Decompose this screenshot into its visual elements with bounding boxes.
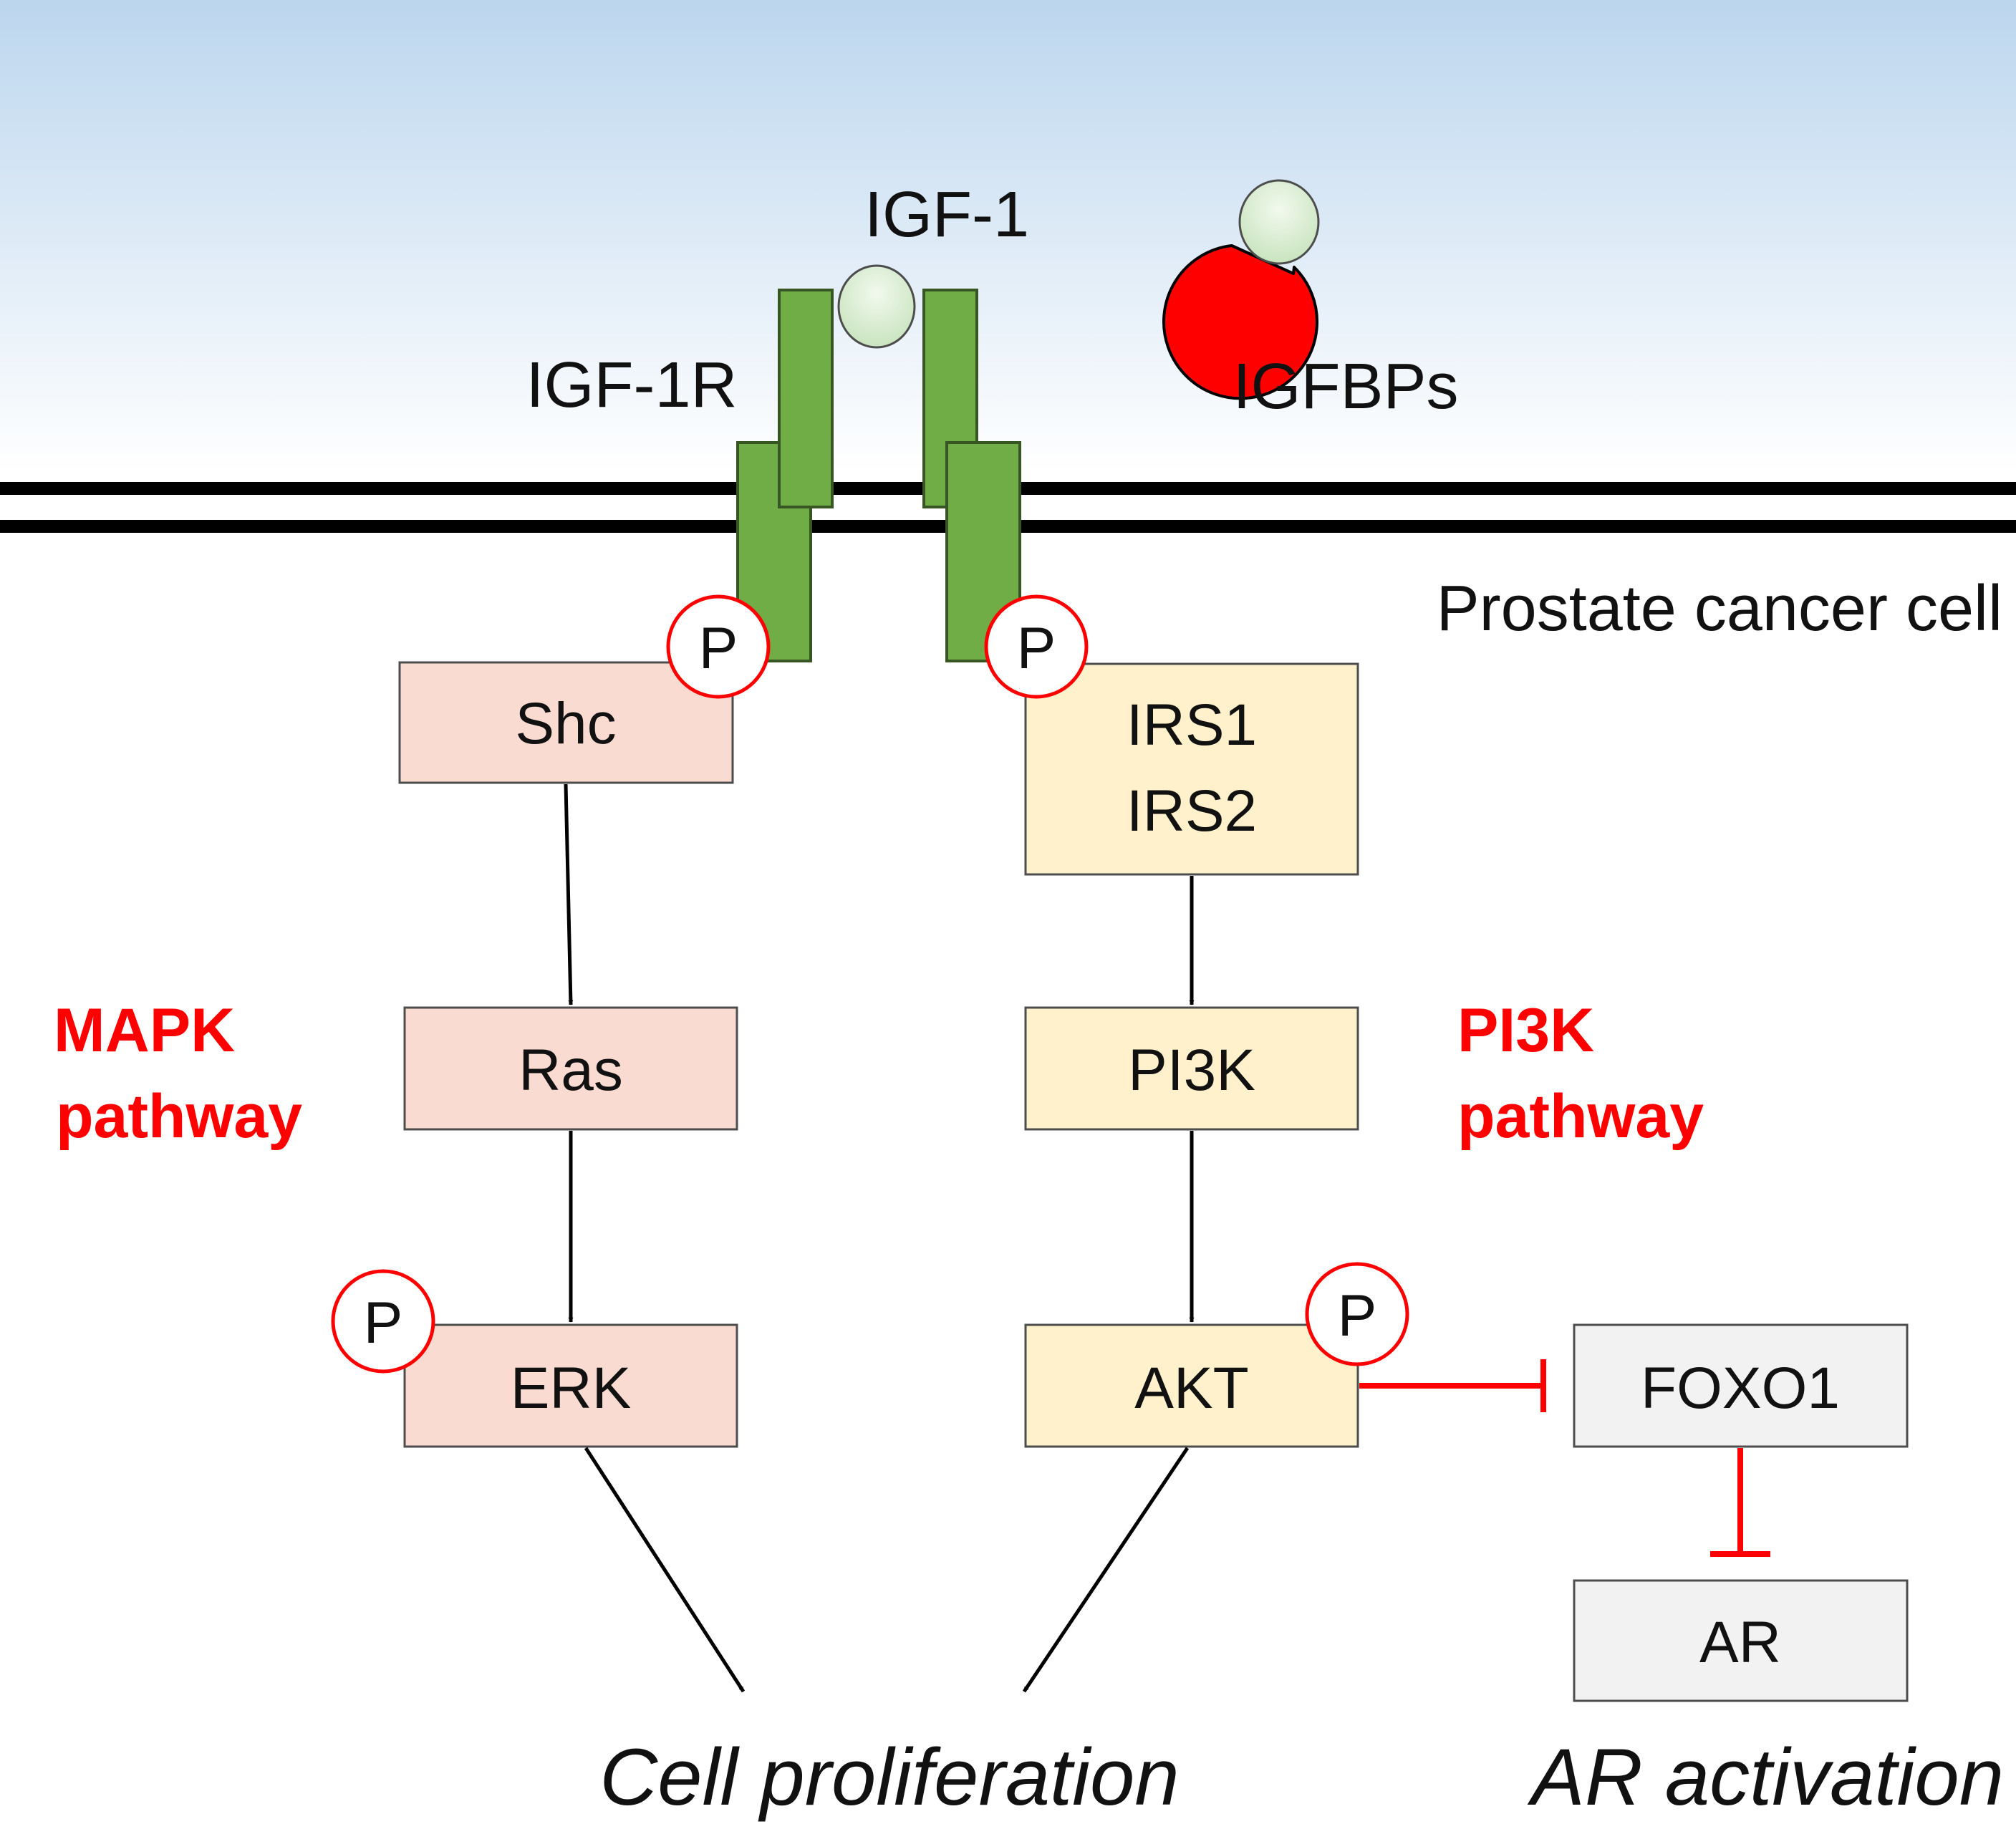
inhibition-lines [1359,1359,1770,1557]
cell-label: Prostate cancer cell [1437,573,2002,645]
phospho-badge-erk: P [331,1269,435,1374]
cell-proliferation-label: Cell proliferation [599,1732,1179,1822]
phospho-badge-irs: P [984,594,1089,699]
extracellular-space [0,0,2016,473]
mapk-title-line1: MAPK [54,996,235,1065]
pi3k-title-line2: pathway [1457,1082,1704,1151]
svg-text:P: P [364,1290,403,1356]
ras-label: Ras [519,1038,623,1103]
phospho-badge-shc: P [666,594,771,699]
ar-label: AR [1699,1610,1781,1675]
pi3k-label: PI3K [1128,1038,1255,1103]
igfbps-label: IGFBPs [1233,351,1458,423]
receptor-left-upper [778,289,834,508]
igf1-label: IGF-1 [864,179,1029,251]
irs2-label: IRS2 [1127,778,1257,844]
akt-label: AKT [1134,1356,1248,1421]
foxo1-box [1573,1323,1909,1448]
pi3k-boxes [1024,662,1359,1448]
svg-text:P: P [1338,1283,1377,1348]
svg-text:P: P [1017,616,1056,681]
erk-label: ERK [511,1356,632,1421]
svg-text:P: P [699,616,738,681]
igf1r-label: IGF-1R [526,349,737,421]
foxo1-label: FOXO1 [1641,1356,1840,1421]
mapk-boxes [398,661,738,1448]
ar-activation-label: AR activation [1527,1732,2004,1822]
igfbp-shape [1162,244,1319,400]
arrow-erk-proliferation [584,1447,746,1693]
arrow-shc-ras [564,783,574,1005]
igfbp-bound-ligand [1238,179,1320,265]
shc-label: Shc [515,691,616,756]
irs-box [1024,662,1359,876]
phospho-badge-akt: P [1305,1262,1409,1366]
ar-box [1573,1579,1909,1702]
igf1-receptor [736,289,1021,662]
ar-branch-boxes [1573,1323,1909,1702]
activation-arrows [564,783,1195,1693]
akt-box [1024,1323,1359,1448]
arrow-akt-proliferation [1022,1447,1190,1693]
igf1-ligand [837,264,916,349]
phospho-badges: P P P P [331,594,1409,1374]
mapk-title-line2: pathway [56,1082,302,1151]
ras-box [403,1006,738,1131]
shc-box [398,661,734,784]
pi3k-box [1024,1006,1359,1131]
irs1-label: IRS1 [1127,693,1257,758]
pi3k-title-line1: PI3K [1457,996,1594,1065]
erk-box [403,1323,738,1448]
